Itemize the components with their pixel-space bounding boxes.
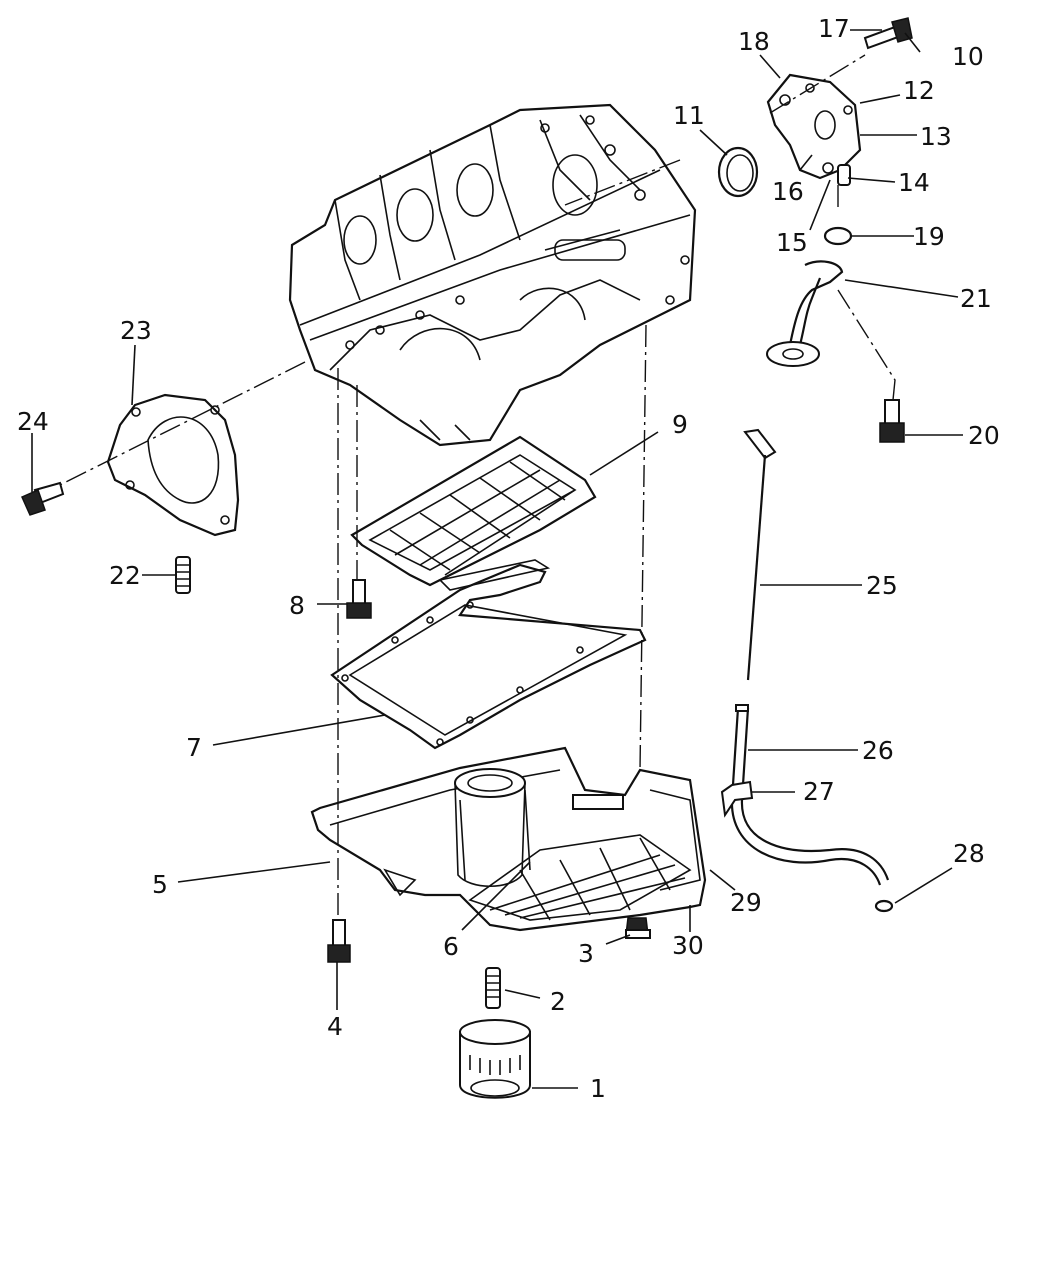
callout-19: 19 xyxy=(913,222,945,251)
callout-26: 26 xyxy=(862,736,894,765)
callout-15: 15 xyxy=(776,228,808,257)
bolt-4 xyxy=(327,919,351,963)
oil-pickup-tube xyxy=(766,260,844,367)
o-ring-19 xyxy=(823,226,853,246)
callout-9: 9 xyxy=(672,410,688,439)
callout-5: 5 xyxy=(152,870,168,899)
callout-labels: 1 2 3 4 5 6 7 8 9 10 11 12 13 14 15 16 1… xyxy=(17,14,1000,1103)
callout-18: 18 xyxy=(738,27,770,56)
oil-filter xyxy=(459,1019,531,1099)
callout-29: 29 xyxy=(730,888,762,917)
dipstick-tube xyxy=(720,704,890,886)
callout-10: 10 xyxy=(952,42,984,71)
callout-6: 6 xyxy=(443,932,459,961)
alignment-lines xyxy=(59,54,896,920)
callout-20: 20 xyxy=(968,421,1000,450)
callout-12: 12 xyxy=(903,76,935,105)
bolt-8 xyxy=(346,579,372,619)
oil-pan xyxy=(310,746,707,932)
callout-25: 25 xyxy=(866,571,898,600)
bolt-10 xyxy=(863,17,913,50)
callout-22: 22 xyxy=(109,561,141,590)
callout-24: 24 xyxy=(17,407,49,436)
callout-7: 7 xyxy=(186,733,202,762)
callout-23: 23 xyxy=(120,316,152,345)
bolt-20 xyxy=(879,399,905,443)
stud-22 xyxy=(175,556,191,594)
drain-plug-3 xyxy=(625,917,651,939)
oil-pump xyxy=(766,73,862,186)
callout-17: 17 xyxy=(818,14,850,43)
callout-13: 13 xyxy=(920,122,952,151)
leader-lines xyxy=(31,29,963,1089)
callout-3: 3 xyxy=(578,939,594,968)
stud-2 xyxy=(485,967,501,1009)
callout-28: 28 xyxy=(953,839,985,868)
bolt-24 xyxy=(21,481,65,516)
callout-16: 16 xyxy=(772,177,804,206)
callout-2: 2 xyxy=(550,987,566,1016)
front-seal-11 xyxy=(717,146,759,198)
oil-pan-gasket xyxy=(330,563,647,750)
o-ring-28 xyxy=(874,899,894,913)
rear-seal-retainer xyxy=(106,393,240,537)
callout-21: 21 xyxy=(960,284,992,313)
callout-8: 8 xyxy=(289,591,305,620)
windage-tray xyxy=(350,435,597,591)
dipstick xyxy=(743,428,777,681)
callout-1: 1 xyxy=(590,1074,606,1103)
callout-11: 11 xyxy=(673,101,705,130)
engine-block xyxy=(288,103,697,447)
callout-4: 4 xyxy=(327,1012,343,1041)
callout-27: 27 xyxy=(803,777,835,806)
callout-14: 14 xyxy=(898,168,930,197)
callout-30: 30 xyxy=(672,931,704,960)
